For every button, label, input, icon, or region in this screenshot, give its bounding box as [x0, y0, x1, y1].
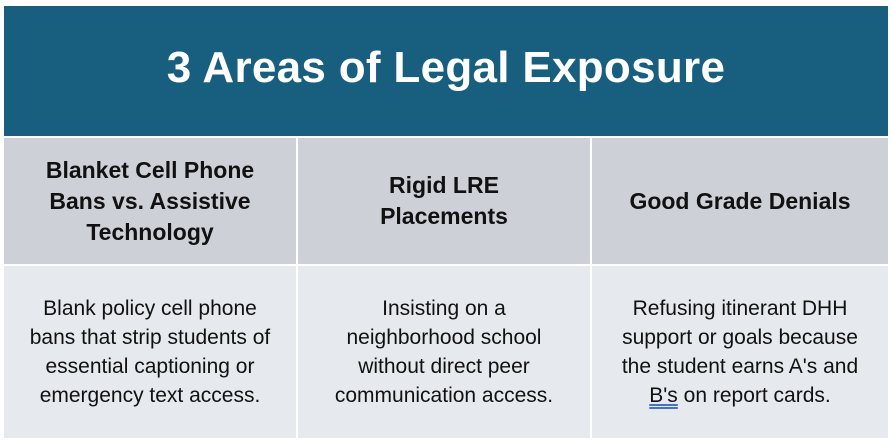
body-line: Blank policy cell phone — [43, 297, 257, 320]
body-line: on report cards. — [677, 384, 831, 407]
body-line: essential captioning or — [45, 355, 255, 378]
spellcheck-marked-word: B's — [649, 384, 678, 407]
header-line: Technology — [86, 218, 214, 245]
body-cell-rigid-lre: Insisting on a neighborhood school witho… — [298, 264, 592, 438]
header-cell-good-grade-denials: Good Grade Denials — [592, 138, 888, 264]
body-line: Refusing itinerant DHH — [632, 297, 848, 320]
body-cell-good-grade-denials: Refusing itinerant DHH support or goals … — [592, 264, 888, 438]
title-bar: 3 Areas of Legal Exposure — [4, 6, 888, 136]
body-line: emergency text access. — [39, 384, 261, 407]
body-line: support or goals because — [622, 326, 858, 349]
body-line: neighborhood school — [346, 326, 542, 349]
header-line: Blanket Cell Phone — [45, 156, 255, 183]
header-line: Bans vs. Assistive — [49, 187, 251, 214]
header-cell-cell-phone-bans: Blanket Cell Phone Bans vs. Assistive Te… — [4, 138, 298, 264]
exposure-table: Blanket Cell Phone Bans vs. Assistive Te… — [4, 138, 888, 438]
slide-title: 3 Areas of Legal Exposure — [166, 43, 726, 92]
header-line: Good Grade Denials — [629, 187, 851, 214]
body-line: bans that strip students of — [29, 326, 271, 349]
body-cell-cell-phone-bans: Blank policy cell phone bans that strip … — [4, 264, 298, 438]
header-line: Placements — [380, 203, 508, 229]
header-cell-rigid-lre: Rigid LRE Placements — [298, 138, 592, 264]
body-line: communication access. — [334, 384, 554, 407]
body-line: Insisting on a — [382, 297, 506, 320]
body-line: the student earns A's and — [621, 355, 859, 378]
header-line: Rigid LRE — [389, 172, 499, 198]
body-line: without direct peer — [358, 355, 530, 378]
